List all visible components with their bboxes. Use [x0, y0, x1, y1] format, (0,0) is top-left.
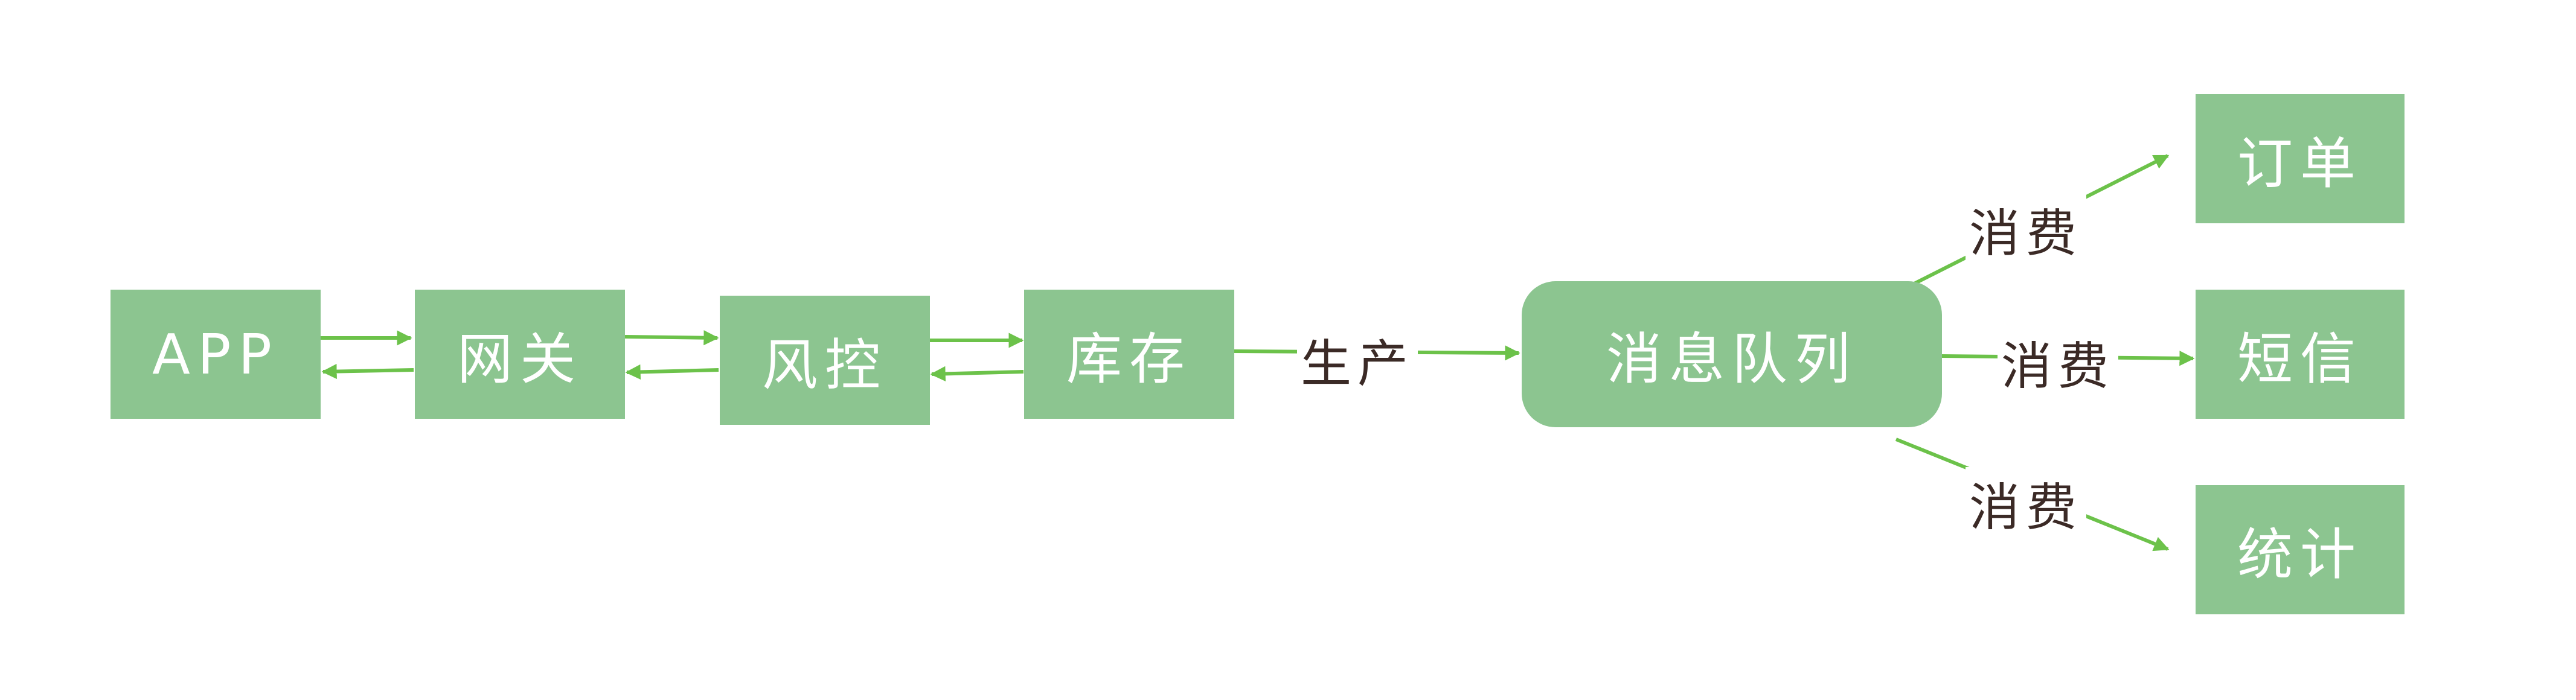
- node-risk-control-label: 风控: [761, 332, 888, 398]
- node-inventory: 库存: [1024, 290, 1234, 419]
- node-order: 订单: [2196, 94, 2405, 223]
- node-order-label: 订单: [2237, 131, 2363, 196]
- edge-label-consume-sms: 消费: [1998, 326, 2119, 399]
- edge-label-consume-stats: 消费: [1966, 467, 2087, 540]
- node-stats: 统计: [2196, 485, 2405, 614]
- node-app: APP: [111, 290, 321, 419]
- node-risk-control: 风控: [720, 296, 930, 425]
- node-stats-label: 统计: [2237, 522, 2363, 587]
- node-app-label: APP: [152, 322, 279, 387]
- node-sms-label: 短信: [2237, 326, 2363, 392]
- edge-gateway-to-app: [321, 363, 414, 380]
- node-message-queue: 消息队列: [1522, 281, 1942, 427]
- node-sms: 短信: [2196, 290, 2405, 419]
- node-gateway: 网关: [415, 290, 625, 419]
- node-inventory-label: 库存: [1066, 326, 1192, 392]
- edge-risk-to-gateway: [625, 364, 719, 380]
- edge-gateway-to-risk: [624, 330, 719, 346]
- edge-label-produce: 生产: [1297, 323, 1418, 396]
- node-gateway-label: 网关: [457, 326, 583, 392]
- edge-label-consume-order: 消费: [1966, 193, 2087, 266]
- node-message-queue-label: 消息队列: [1606, 326, 1857, 392]
- edge-inventory-to-risk: [930, 366, 1024, 381]
